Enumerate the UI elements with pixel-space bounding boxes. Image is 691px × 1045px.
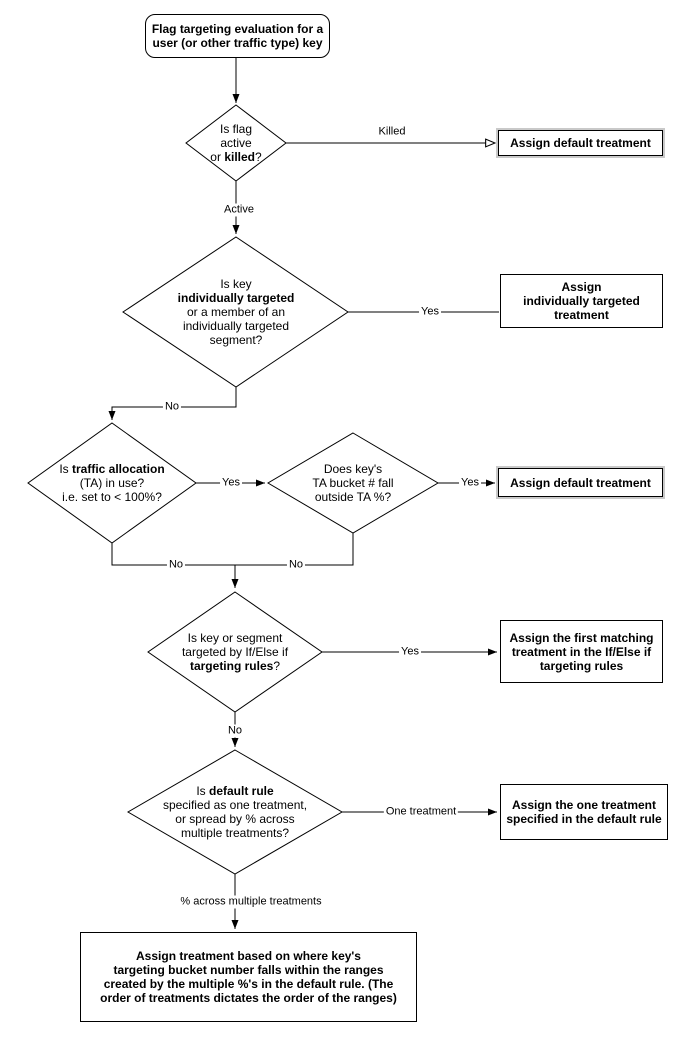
diamond-traffic-allocation-shape <box>27 422 197 544</box>
edge-label-no-individually-targeted: No <box>162 400 182 414</box>
diamond-flag-active-shape <box>185 104 287 182</box>
decision-traffic-allocation-label: Is traffic allocation(TA) in use?i.e. se… <box>59 462 165 504</box>
edge-no-merge <box>111 533 354 566</box>
edge-label-yes-individually-targeted: Yes <box>419 305 441 319</box>
edge-label-no-traffic-allocation: No <box>166 558 186 572</box>
diamond-individually-targeted-shape <box>122 236 349 388</box>
outcome-default-treatment-killed-label: Assign default treatment <box>510 136 651 150</box>
diamond-targeting-rules-shape <box>147 591 323 713</box>
edge-label-one-treatment: One treatment <box>383 805 459 819</box>
outcome-default-treatment-ta-label: Assign default treatment <box>510 475 651 490</box>
outcome-default-treatment-ta: Assign default treatment <box>498 468 663 497</box>
edge-label-no-ta-bucket: No <box>286 558 306 572</box>
edge-label-active: Active <box>222 203 256 217</box>
diamond-ta-bucket-shape <box>267 432 439 534</box>
edge-label-no-targeting-rules: No <box>225 724 245 738</box>
edge-label-yes-ta-bucket: Yes <box>459 476 481 490</box>
edge-label-yes-traffic-allocation: Yes <box>220 476 242 490</box>
outcome-default-treatment-killed: Assign default treatment <box>498 130 663 156</box>
edge-label-pct-across: % across multiple treatments <box>178 895 324 909</box>
edge-label-yes-targeting-rules: Yes <box>399 645 421 659</box>
diamond-default-rule-shape <box>127 749 343 875</box>
edge-label-killed: Killed <box>376 125 408 139</box>
